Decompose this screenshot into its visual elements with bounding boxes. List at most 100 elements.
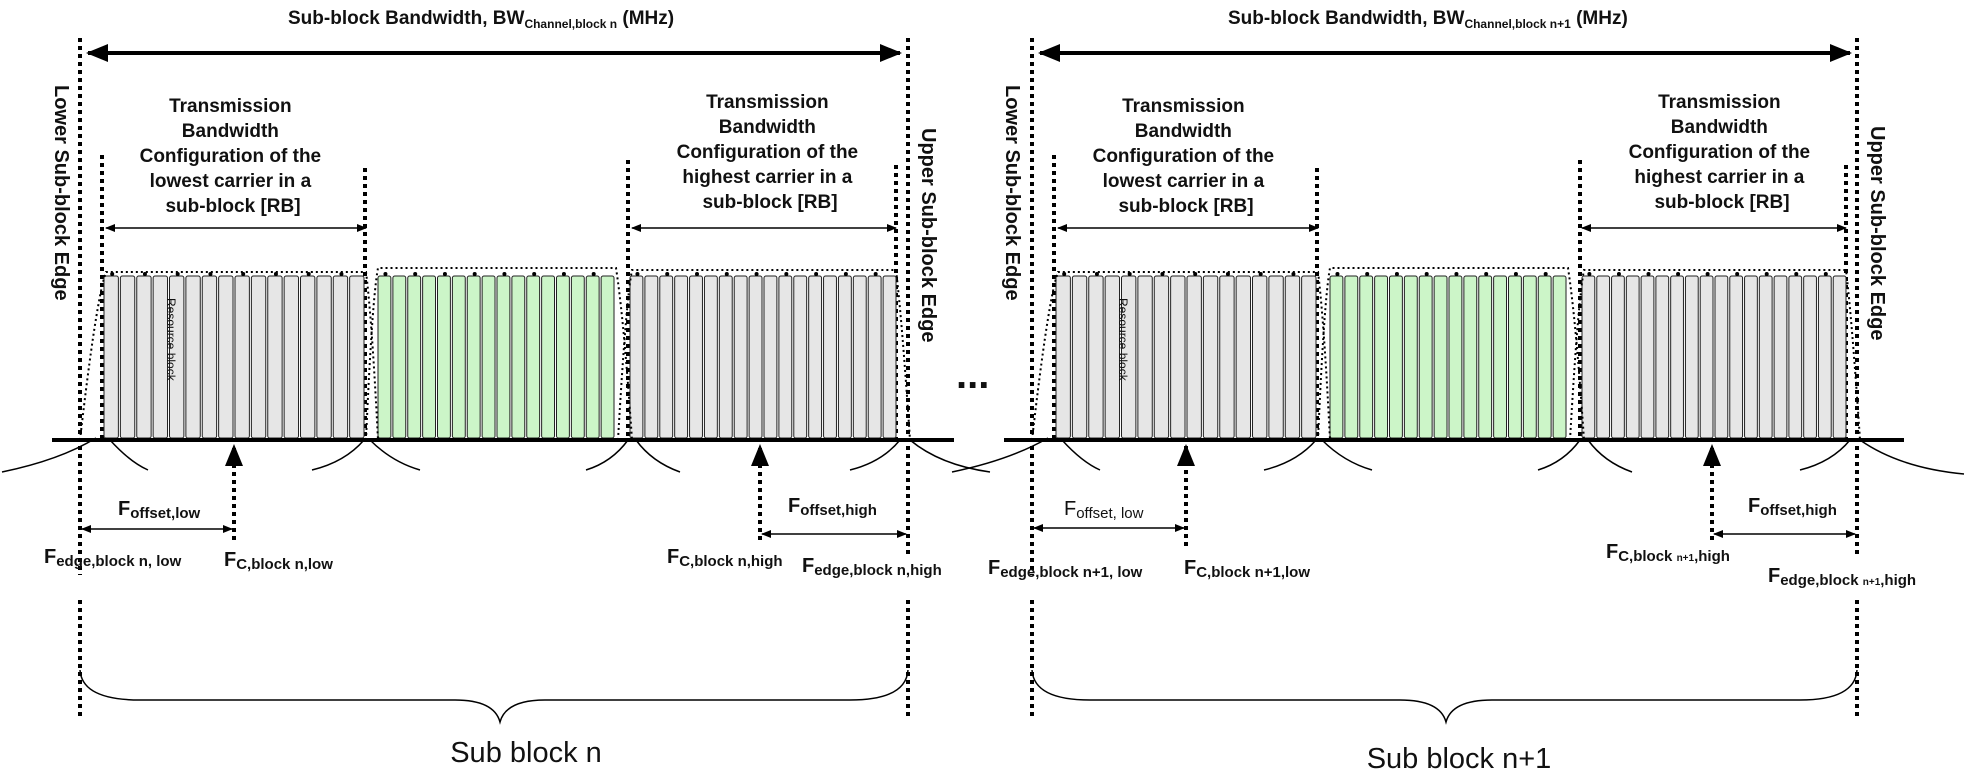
rb-marker (1543, 272, 1548, 276)
resource-block (689, 275, 703, 439)
resource-block (267, 275, 283, 439)
resource-block (1284, 275, 1301, 439)
resource-block (1202, 275, 1219, 439)
resource-block (778, 275, 793, 439)
resource-block (1493, 275, 1508, 439)
brace-block-n1 (1031, 669, 1858, 725)
rb-group-low-block-n1 (1055, 272, 1317, 439)
resource-block (837, 275, 852, 439)
resource-block (407, 275, 422, 439)
bw-title-block-n1: Sub-block Bandwidth, BWChannel,block n+1… (1228, 8, 1628, 31)
rb-marker (1735, 272, 1740, 276)
resource-block (1508, 275, 1522, 439)
rb-marker (843, 272, 848, 276)
rb-marker (635, 272, 640, 276)
rb-group-high-block-n (629, 272, 897, 439)
resource-block (852, 275, 867, 439)
resource-block (392, 275, 407, 439)
resource-block (1714, 275, 1729, 439)
resource-block (703, 275, 718, 439)
rb-marker (873, 272, 878, 276)
tb-high-label-block-n: Transmission Bandwidth Configuration of … (677, 92, 864, 213)
rb-group-mid-block-n1 (1329, 272, 1567, 439)
resource-block (1522, 275, 1537, 439)
resource-block (1699, 275, 1714, 439)
resource-block (1611, 275, 1625, 439)
resource-block (733, 275, 748, 439)
resource-block (748, 275, 763, 439)
rb-marker (1616, 272, 1621, 276)
resource-block (1403, 275, 1418, 439)
resource-block (644, 275, 659, 439)
fc-high-label-n1: FC,block n+1,high (1606, 541, 1730, 565)
upper-sub-block-edge-label-n1: Upper Sub-block Edge (1866, 126, 1888, 340)
fc-low-label-n: FC,block n,low (224, 549, 333, 573)
tb-high-label-block-n1: Transmission Bandwidth Configuration of … (1629, 92, 1816, 213)
rb-marker (1794, 272, 1799, 276)
resource-block (201, 275, 218, 439)
upper-sub-block-edge-label-n: Upper Sub-block Edge (917, 128, 939, 342)
resource-block (1374, 275, 1389, 439)
resource-block (1478, 275, 1493, 439)
resource-block (556, 275, 570, 439)
resource-block (1463, 275, 1478, 439)
resource-block (218, 275, 234, 439)
resource-block (234, 275, 250, 439)
f-offset-high-label-n1: Foffset,high (1748, 495, 1837, 519)
resource-block (1433, 275, 1448, 439)
rb-marker (561, 272, 566, 276)
resource-block (1359, 275, 1374, 439)
rb-marker (383, 272, 388, 276)
rb-marker (814, 272, 819, 276)
rb-marker (1365, 272, 1370, 276)
rb-group-low-block-n (103, 272, 365, 439)
resource-block (1788, 275, 1803, 439)
resource-block (1301, 275, 1317, 439)
resource-block (1655, 275, 1670, 439)
resource-block (1448, 275, 1463, 439)
resource-block (659, 275, 674, 439)
ellipsis: ... (956, 353, 989, 397)
rb-marker (1394, 272, 1399, 276)
resource-block (570, 275, 585, 439)
resource-block (496, 275, 511, 439)
resource-block (718, 275, 733, 439)
resource-block-label-n1: Resource block (1116, 298, 1130, 382)
rb-marker (754, 272, 759, 276)
resource-block (1537, 275, 1552, 439)
resource-block (1832, 275, 1847, 439)
f-offset-low-label-n: Foffset,low (118, 498, 201, 522)
resource-block (1670, 275, 1684, 439)
rb-marker (1764, 272, 1769, 276)
resource-block (332, 275, 349, 439)
resource-block (1153, 275, 1170, 439)
resource-block (103, 275, 119, 439)
sub-block-n-label: Sub block n (450, 737, 602, 769)
resource-block (867, 275, 882, 439)
resource-block (466, 275, 481, 439)
f-edge-low-label-n1: Fedge,block n+1, low (988, 557, 1143, 581)
bw-title-block-n: Sub-block Bandwidth, BWChannel,block n (… (288, 8, 674, 31)
rb-marker (532, 272, 537, 276)
resource-block (763, 275, 778, 439)
resource-block (1186, 275, 1202, 439)
f-offset-low-label-n1: Foffset, low (1064, 498, 1144, 522)
resource-block (511, 275, 526, 439)
resource-block (300, 275, 316, 439)
f-edge-low-label-n: Fedge,block n, low (44, 546, 182, 570)
resource-block (481, 275, 496, 439)
resource-block (1344, 275, 1359, 439)
resource-block (1552, 275, 1567, 439)
brace-block-n (79, 669, 909, 725)
resource-block (185, 275, 201, 439)
resource-block (585, 275, 600, 439)
resource-block (674, 275, 689, 439)
lower-sub-block-edge-label-n: Lower Sub-block Edge (50, 85, 72, 301)
resource-block (1744, 275, 1758, 439)
f-offset-high-label-n: Foffset,high (788, 495, 877, 519)
f-edge-high-label-n: Fedge,block n,high (802, 555, 942, 579)
tb-low-label-block-n1: Transmission Bandwidth Configuration of … (1093, 96, 1280, 217)
resource-block (1329, 275, 1344, 439)
rb-marker (413, 272, 418, 276)
